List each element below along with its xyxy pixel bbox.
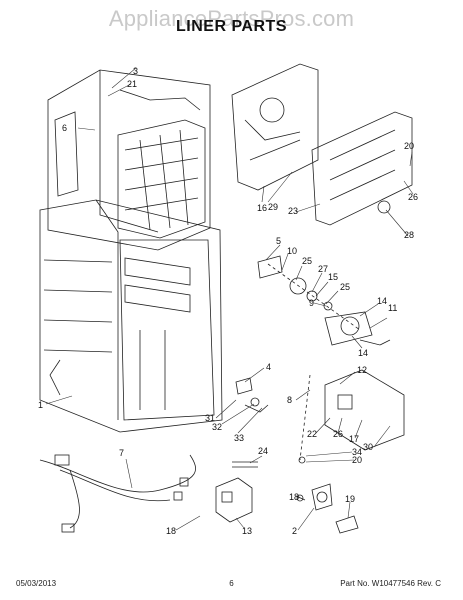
callout-18-right: 18 <box>289 492 299 502</box>
footer-part-number: Part No. W10477546 Rev. C <box>340 579 441 588</box>
evaporator-cover <box>231 63 319 191</box>
callout-28: 28 <box>404 230 414 240</box>
knob-part <box>335 515 359 534</box>
callout-14-a: 14 <box>377 296 387 306</box>
callout-21: 21 <box>127 79 137 89</box>
watermark: AppliancePartsPros.com <box>108 6 355 31</box>
callout-4: 4 <box>266 362 271 372</box>
tube-part <box>232 461 258 468</box>
callout-33: 33 <box>234 433 244 443</box>
callout-26-top: 26 <box>408 192 418 202</box>
hinge-bracket <box>235 377 269 413</box>
callout-10: 10 <box>287 246 297 256</box>
callout-20-bottom: 20 <box>352 455 362 465</box>
callout-24: 24 <box>258 446 268 456</box>
callout-19: 19 <box>345 494 355 504</box>
callout-15: 15 <box>328 272 338 282</box>
callout-34: 34 <box>352 447 362 457</box>
callout-labels: 3 21 6 1 7 20 26 28 29 16 23 5 10 25 27 … <box>38 66 418 536</box>
callout-8: 8 <box>287 395 292 405</box>
callout-26-bottom: 26 <box>333 429 343 439</box>
callout-30: 30 <box>363 442 373 452</box>
callout-27: 27 <box>318 264 328 274</box>
freezer-liner <box>47 69 211 251</box>
callout-6: 6 <box>62 123 67 133</box>
callout-22: 22 <box>307 429 317 439</box>
callout-3: 3 <box>133 66 138 76</box>
callout-16: 16 <box>257 203 267 213</box>
callout-29: 29 <box>268 202 278 212</box>
callout-32: 32 <box>212 422 222 432</box>
callout-20-top: 20 <box>404 141 414 151</box>
callout-17: 17 <box>349 434 359 444</box>
defrost-timer <box>215 477 253 523</box>
page-title: LINER PARTS <box>176 18 287 35</box>
footer-date: 05/03/2013 <box>16 579 57 588</box>
callout-25-a: 25 <box>302 256 312 266</box>
wire-harness <box>39 454 196 533</box>
fan-assembly <box>257 255 391 346</box>
screw-part <box>295 494 306 502</box>
callout-2: 2 <box>292 526 297 536</box>
rear-panel <box>311 111 413 226</box>
callout-31: 31 <box>205 413 215 423</box>
callout-14-b: 14 <box>358 348 368 358</box>
callout-25-b: 25 <box>340 282 350 292</box>
footer-page-number: 6 <box>229 579 234 588</box>
callout-13: 13 <box>242 526 252 536</box>
callout-1: 1 <box>38 400 43 410</box>
callout-5: 5 <box>276 236 281 246</box>
callout-9: 9 <box>309 298 314 308</box>
callout-23: 23 <box>288 206 298 216</box>
callout-11: 11 <box>388 303 397 313</box>
control-housing <box>298 369 405 464</box>
callout-12: 12 <box>357 365 367 375</box>
thermostat-part <box>311 483 333 511</box>
callout-18-left: 18 <box>166 526 176 536</box>
fresh-food-liner <box>39 199 223 433</box>
callout-7: 7 <box>119 448 124 458</box>
